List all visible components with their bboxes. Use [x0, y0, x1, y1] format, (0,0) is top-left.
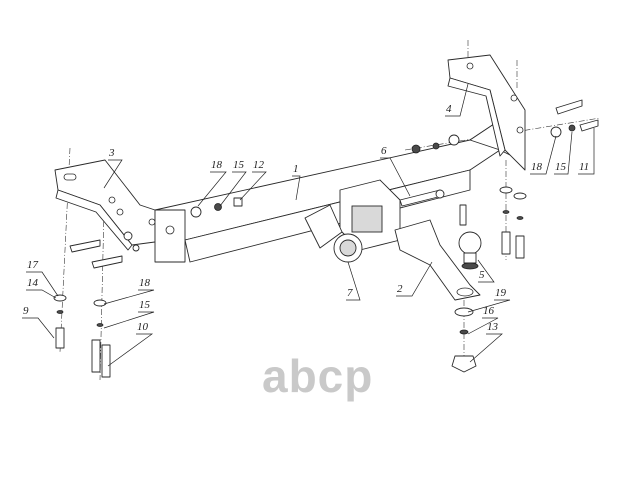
- callout-9: 9: [23, 305, 29, 317]
- left-side-bracket: [54, 159, 171, 251]
- callout-15-left: 15: [139, 299, 151, 311]
- callout-12: 12: [253, 159, 265, 171]
- right-side-bracket: [447, 54, 526, 171]
- callout-15-top: 15: [233, 159, 245, 171]
- callout-18-left: 18: [139, 277, 151, 289]
- callout-labels: 1 2 3 4 5 6 7 9 10 11 12 13 14 15 15 15 …: [23, 103, 589, 333]
- axis-line-left-bolts: [99, 209, 105, 381]
- callout-6: 6: [381, 145, 387, 157]
- receiver-tube: [339, 179, 401, 251]
- callout-5: 5: [479, 269, 485, 281]
- electrical-socket: [304, 204, 363, 263]
- callout-1: 1: [293, 163, 299, 175]
- abcp-logo: abcp: [262, 350, 373, 402]
- abcp-logo-text: abcp: [262, 350, 373, 402]
- callout-19: 19: [495, 287, 507, 299]
- leader-lines: [22, 83, 595, 367]
- ball-mount: [394, 219, 481, 301]
- right-hardware: [411, 99, 599, 373]
- callout-4: 4: [446, 103, 452, 115]
- tow-ball: [458, 231, 482, 270]
- callout-14: 14: [27, 277, 39, 289]
- callout-16: 16: [483, 305, 495, 317]
- callout-3: 3: [108, 147, 115, 159]
- callout-18-right: 18: [531, 161, 543, 173]
- callout-11: 11: [579, 161, 589, 173]
- callout-15-right: 15: [555, 161, 567, 173]
- callout-10: 10: [137, 321, 149, 333]
- left-hardware: [53, 197, 243, 378]
- hitch-pin: [399, 189, 445, 207]
- callout-2: 2: [397, 283, 403, 295]
- callout-13: 13: [487, 321, 499, 333]
- callout-18-top: 18: [211, 159, 223, 171]
- callout-7: 7: [347, 287, 353, 299]
- callout-17: 17: [27, 259, 39, 271]
